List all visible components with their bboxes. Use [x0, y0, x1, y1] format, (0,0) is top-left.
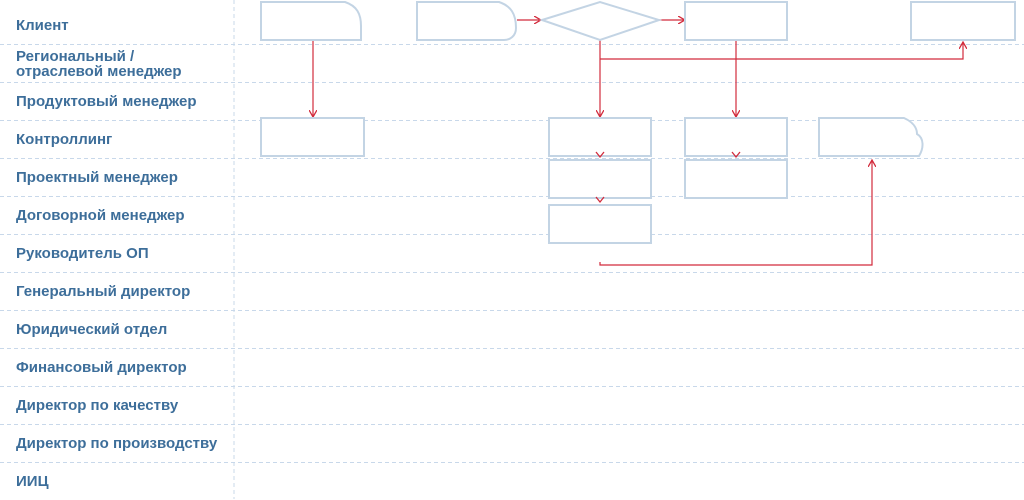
process-box — [548, 159, 652, 199]
lane-label-regional-manager: Региональный / отраслевой менеджер — [16, 47, 182, 80]
lane-label-cfo: Финансовый директор — [16, 359, 187, 376]
process-box — [548, 117, 652, 157]
decision-diamond — [538, 0, 663, 42]
lane-label-client: Клиент — [16, 17, 69, 34]
down-arrow-mark — [595, 151, 605, 159]
lane-label-quality-director: Директор по качеству — [16, 397, 179, 414]
lane-label-general-director: Генеральный директор — [16, 283, 191, 300]
connector — [599, 160, 872, 266]
process-box — [684, 1, 788, 41]
process-box — [548, 204, 652, 244]
document-shape — [818, 117, 924, 157]
inline-arrows — [595, 151, 741, 204]
lane-label-legal: Юридический отдел — [16, 321, 168, 338]
lane-label-sales-head: Руководитель ОП — [16, 245, 149, 262]
lane-label-contract-manager: Договорной менеджер — [16, 207, 185, 224]
process-box — [910, 1, 1016, 41]
lane-label-controlling: Контроллинг — [16, 131, 113, 148]
document-shape — [260, 0, 362, 41]
process-box — [260, 117, 365, 157]
down-arrow-mark — [595, 196, 605, 204]
document-shape — [416, 1, 518, 41]
lane-label-production-director: Директор по производству — [16, 435, 218, 452]
process-box — [684, 159, 788, 199]
shapes — [260, 0, 1016, 244]
connector — [600, 42, 963, 60]
lane-label-iic: ИИЦ — [16, 473, 49, 490]
process-box — [684, 117, 788, 157]
connectors — [313, 20, 963, 266]
lane-label-project-manager: Проектный менеджер — [16, 169, 178, 186]
down-arrow-mark — [731, 151, 741, 159]
lane-label-product-manager: Продуктовый менеджер — [16, 93, 197, 110]
